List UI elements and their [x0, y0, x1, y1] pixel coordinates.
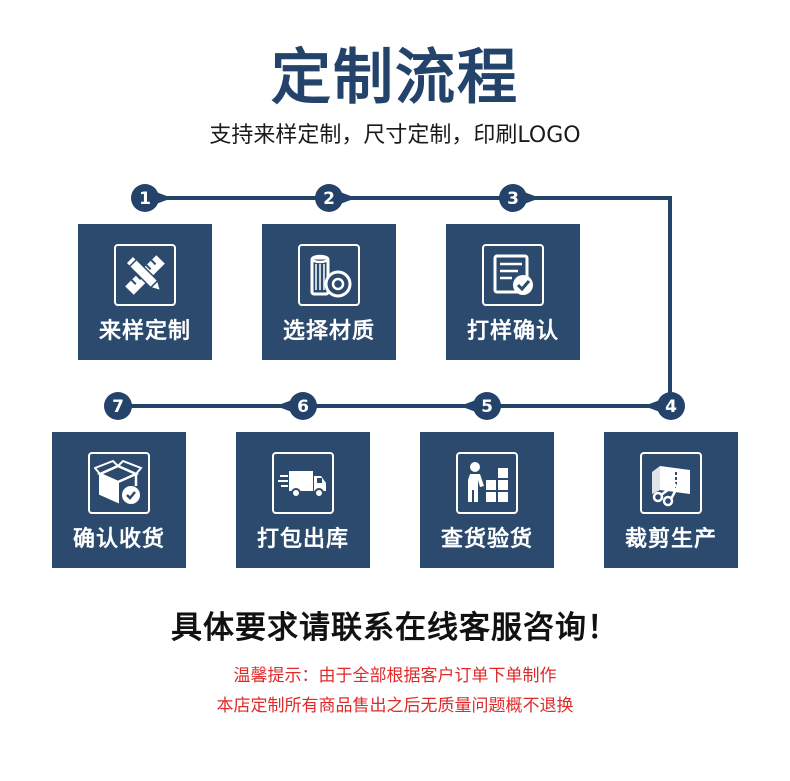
step-number-2: 2: [323, 189, 335, 209]
step-label-1: 来样定制: [98, 319, 191, 344]
step-card-3: 打样确认: [446, 224, 580, 360]
step-marker-7: 7: [104, 392, 132, 420]
step-number-6: 6: [297, 397, 309, 417]
step-marker-3: 3: [499, 184, 540, 212]
page-title: 定制流程: [271, 43, 519, 113]
contact-message: 具体要求请联系在线客服咨询！: [171, 610, 619, 646]
step-card-5: 查货验货: [420, 432, 554, 568]
step-number-5: 5: [481, 397, 493, 417]
document-check-icon: [482, 244, 544, 306]
step-marker-1: 1: [131, 184, 172, 212]
step-label-3: 打样确认: [466, 319, 559, 344]
step-marker-2: 2: [315, 184, 356, 212]
step-marker-4: 4: [644, 392, 685, 420]
inspection-worker-icon: [456, 452, 518, 514]
step-label-2: 选择材质: [282, 319, 375, 344]
step-number-7: 7: [112, 397, 124, 417]
page-subtitle: 支持来样定制，尺寸定制，印刷LOGO: [209, 123, 581, 148]
scissors-cutting-icon: [640, 452, 702, 514]
package-check-icon: [88, 452, 150, 514]
notice-line-1: 温馨提示：由于全部根据客户订单下单制作: [233, 666, 557, 686]
step-label-6: 打包出库: [256, 527, 349, 552]
step-label-5: 查货验货: [440, 527, 533, 552]
delivery-truck-icon: [272, 452, 334, 514]
material-rolls-icon: [298, 244, 360, 306]
step-card-6: 打包出库: [236, 432, 370, 568]
step-card-7: 确认收货: [52, 432, 186, 568]
step-number-3: 3: [507, 189, 519, 209]
step-marker-5: 5: [460, 392, 501, 420]
step-marker-6: 6: [276, 392, 317, 420]
step-label-7: 确认收货: [72, 527, 165, 552]
step-number-1: 1: [139, 189, 151, 209]
pencil-ruler-icon: [114, 244, 176, 306]
step-card-2: 选择材质: [262, 224, 396, 360]
step-card-1: 来样定制: [78, 224, 212, 360]
step-label-4: 裁剪生产: [624, 527, 717, 552]
step-card-4: 裁剪生产: [604, 432, 738, 568]
notice-line-2: 本店定制所有商品售出之后无质量问题概不退换: [216, 696, 574, 716]
step-number-4: 4: [665, 397, 677, 417]
